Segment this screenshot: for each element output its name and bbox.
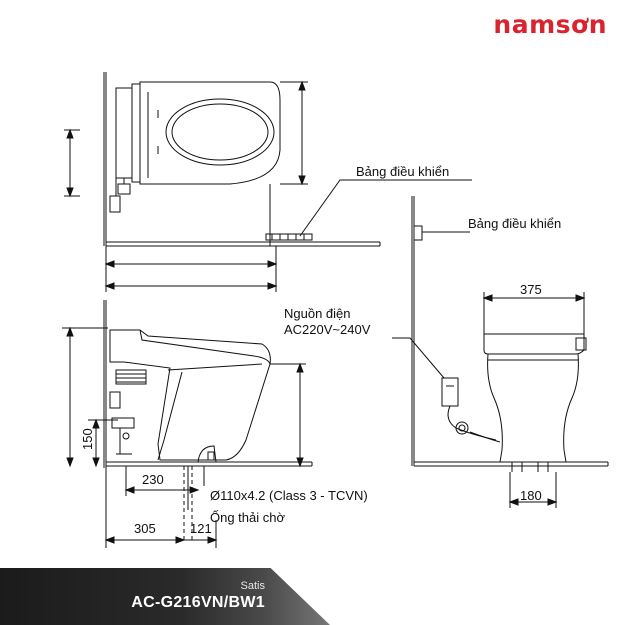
pipe-spec-label: Ø110x4.2 (Class 3 - TCVN) [210, 488, 368, 503]
control-panel-label-side: Bảng điều khiển [468, 216, 561, 231]
power-label-line2: AC220V~240V [284, 322, 371, 337]
control-panel-label-top: Bảng điều khiển [356, 164, 449, 179]
dimension-305: 305 [134, 521, 156, 536]
dimension-121: 121 [190, 521, 212, 536]
power-label-line1: Nguồn điện [284, 306, 351, 321]
waste-pipe-label: Ống thải chờ [210, 510, 285, 525]
dimension-150: 150 [80, 428, 95, 450]
top-view [64, 72, 472, 292]
dimension-180: 180 [520, 488, 542, 503]
side-view [62, 300, 313, 548]
product-series: Satis [240, 580, 265, 592]
brand-logo: namsơn [493, 10, 607, 39]
dimension-375: 375 [520, 282, 542, 297]
dimension-230: 230 [142, 472, 164, 487]
product-banner [0, 568, 330, 625]
product-model: AC-G216VN/BW1 [131, 594, 265, 611]
front-view [392, 196, 609, 508]
